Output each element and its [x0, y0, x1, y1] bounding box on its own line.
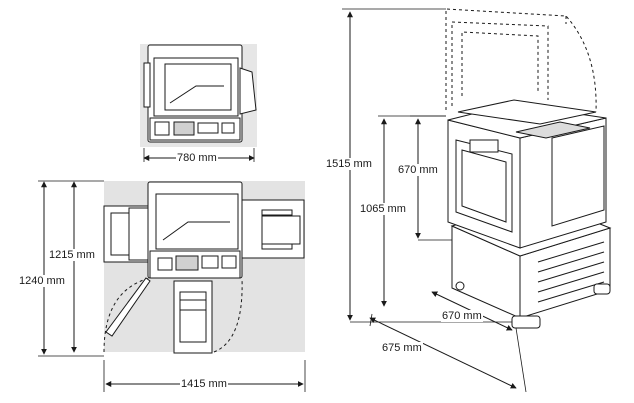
right-side-tray: [239, 67, 257, 115]
label-width-extended: 1415 mm: [180, 378, 228, 390]
feed-tray-guide: [128, 207, 149, 261]
label-depth-body: 670 mm: [441, 310, 483, 322]
door-swing-right: [213, 277, 243, 353]
label-top-width: 780 mm: [176, 152, 218, 164]
caster-front: [511, 315, 541, 329]
label-height-platen: 670 mm: [397, 164, 439, 176]
tray-stopper-bottom: [261, 243, 293, 250]
keypad-large: [201, 255, 219, 269]
open-lid-outline: [445, 8, 597, 113]
label-height-body: 1065 mm: [359, 203, 407, 215]
caster-left: [455, 281, 465, 291]
label-width-body: 675 mm: [381, 342, 423, 354]
left-hinge: [143, 62, 151, 108]
door-window: [461, 149, 507, 223]
panel-display-large: [175, 255, 199, 271]
receiving-tray-inner: [261, 215, 301, 245]
machine-iso: [447, 99, 612, 329]
iso-control-panel: [515, 121, 591, 139]
start-key: [221, 122, 235, 134]
door-swing-left: [103, 277, 151, 353]
original-indicator: [169, 85, 224, 104]
dim-line-675: [369, 317, 517, 389]
label-height-open: 1515 mm: [325, 158, 373, 170]
label-depth-folded: 1215 mm: [48, 249, 96, 261]
original-indicator-large: [162, 221, 230, 241]
top-view-compact: [140, 44, 257, 147]
keypad: [197, 122, 219, 134]
tray-stopper-top: [261, 209, 293, 216]
caster-side: [593, 283, 611, 295]
side-panel: [551, 125, 605, 227]
original-area: [164, 63, 232, 111]
panel-button-large: [157, 257, 173, 271]
panel-display: [173, 121, 195, 136]
open-front-door: [105, 277, 151, 337]
start-key-large: [221, 255, 237, 269]
label-depth-extended: 1240 mm: [18, 275, 66, 287]
panel-button: [154, 121, 170, 136]
scanner-lid: [457, 99, 597, 125]
top-view-extended: [103, 181, 305, 354]
drum-handle: [469, 139, 499, 153]
